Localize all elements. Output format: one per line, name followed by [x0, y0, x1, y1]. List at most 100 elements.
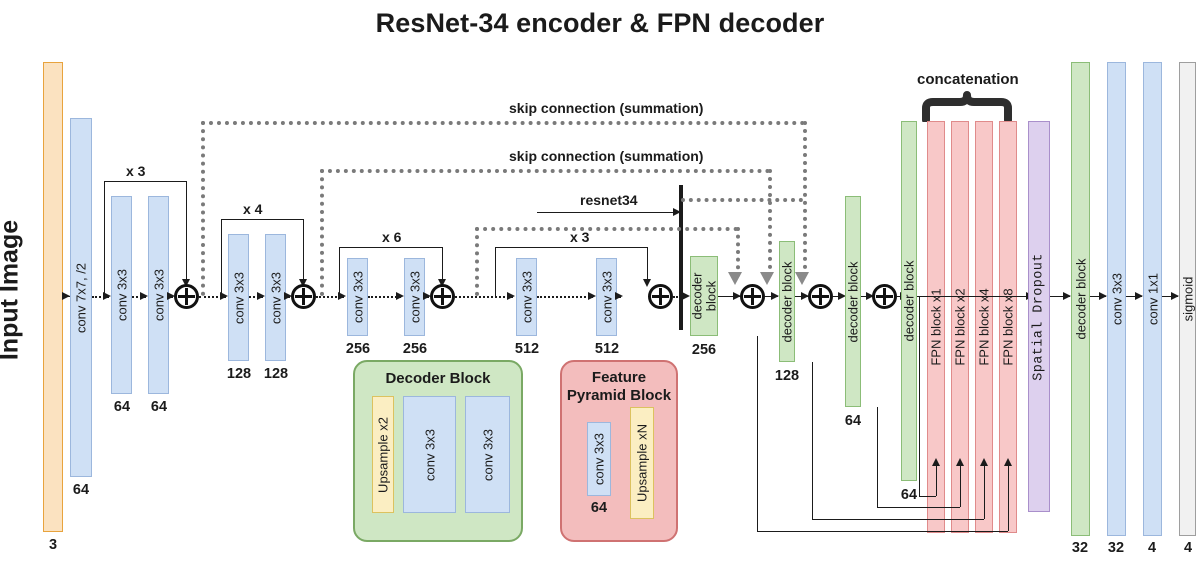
skip-3-vline-right [736, 227, 740, 277]
head-conv-3x3-channels: 32 [1107, 540, 1125, 556]
legend-fpn-block-title-line-2: Pyramid Block [566, 387, 672, 404]
flow-arrow-s2c1-to-s2c2 [257, 291, 265, 300]
flow-line-dropout-to-decoder [1050, 296, 1070, 297]
legend-decoder-block-panel: Decoder Block Upsample x2 conv 3x3 conv … [353, 360, 523, 542]
fpn-block-3-bar: FPN block x4 [975, 121, 993, 533]
stage-3-repeat-label: x 6 [382, 229, 402, 245]
stage-1-conv-2-bar: conv 3x3 [148, 196, 169, 394]
fpn-block-2-bar: FPN block x2 [951, 121, 969, 533]
skip-connection-2-label: skip connection (summation) [509, 148, 704, 164]
stage-2-bracket-top [221, 219, 303, 220]
skip-connection-1-label: skip connection (summation) [509, 100, 704, 116]
fpn-block-1-label: FPN block x1 [928, 288, 944, 366]
flow-arrow-s1c1-to-s1c2 [140, 291, 148, 300]
decoder-block-2-label: decoder block [779, 261, 795, 342]
decoder-block-2-bar: decoder block [779, 241, 795, 362]
flow-line-decoder1-to-sumA [718, 296, 740, 297]
stage-4-conv-1-bar: conv 3x3 [516, 258, 537, 336]
legend-fpn-conv-bar: conv 3x3 [587, 422, 611, 496]
sigmoid-channels: 4 [1183, 540, 1193, 556]
stage-4-bracket-right [647, 247, 648, 280]
stage-1-conv-1-label: conv 3x3 [114, 268, 129, 322]
stage-1-repeat-label: x 3 [126, 163, 146, 179]
flow-dash-sum1-to-s2c1 [199, 296, 226, 298]
stage-1-bracket-right [186, 181, 187, 280]
decoder-block-1-label: decoder block [689, 272, 718, 320]
fpn-route-4-hline [757, 531, 1008, 532]
stage-2-conv-1-bar: conv 3x3 [228, 234, 249, 361]
fpn-route-1-hline [919, 496, 936, 497]
stage-2-conv-2-bar: conv 3x3 [265, 234, 286, 361]
head-conv-1x1-bar: conv 1x1 [1143, 62, 1162, 536]
stage-3-conv-1-label: conv 3x3 [350, 270, 365, 324]
fpn-route-2-arrow [955, 458, 964, 466]
stage-3-conv-2-label: conv 3x3 [407, 270, 422, 324]
concatenation-brace [922, 91, 1012, 122]
decoder-block-1-bar: decoder block [689, 256, 718, 336]
head-conv-1x1-label: conv 1x1 [1145, 272, 1160, 326]
stage-4-conv-2-channels: 512 [594, 341, 620, 357]
conv-7x7-channels: 64 [72, 482, 90, 498]
flow-dash-sum2-to-s3c1 [316, 296, 344, 298]
flow-dash-s3c1-to-s3c2 [368, 296, 401, 298]
flow-arrow-stem-to-s1c1 [103, 291, 111, 300]
resnet34-label: resnet34 [580, 192, 638, 208]
stage-4-repeat-label: x 3 [570, 229, 590, 245]
stage-1-conv-1-channels: 64 [113, 399, 131, 415]
resnet34-boundary-bar [679, 185, 683, 330]
skip-2-vline-right [768, 169, 772, 277]
stage-4-conv-2-label: conv 3x3 [599, 270, 614, 324]
head-decoder-block-channels: 32 [1071, 540, 1089, 556]
flow-line-fpn-to-dropout [917, 296, 1033, 297]
head-decoder-block-bar: decoder block [1071, 62, 1090, 536]
fpn-route-2-vline-to [960, 466, 961, 507]
skip-4-hline-top [681, 198, 803, 202]
stage-3-conv-1-channels: 256 [345, 341, 371, 357]
stage-1-bracket-left [104, 181, 105, 296]
flow-arrow-decoder3-to-sumC [866, 291, 874, 300]
stage-1-conv-2-channels: 64 [150, 399, 168, 415]
skip-2-arrow-head [760, 272, 774, 285]
spatial-dropout-bar: Spatial Dropout [1028, 121, 1050, 512]
decoder-block-4-bar: decoder block [901, 121, 917, 481]
stage-4-conv-1-channels: 512 [514, 341, 540, 357]
flow-arrow-sum2-to-s3c1 [338, 291, 346, 300]
summation-node-4 [648, 284, 673, 309]
flow-arrow-s1c2-to-sum1 [167, 291, 175, 300]
fpn-route-3-arrow [979, 458, 988, 466]
conv-7x7-bar: conv 7x7, /2 [70, 118, 92, 477]
fpn-route-4-arrow [1003, 458, 1012, 466]
head-conv-3x3-label: conv 3x3 [1109, 272, 1124, 326]
skip-2-hline-top [320, 169, 770, 173]
stage-2-repeat-label: x 4 [243, 201, 263, 217]
stage-2-conv-2-channels: 128 [263, 366, 289, 382]
stage-4-bracket-top [495, 247, 647, 248]
skip-1-arrow-head [795, 272, 809, 285]
stage-2-conv-1-channels: 128 [226, 366, 252, 382]
concatenation-label: concatenation [917, 71, 1019, 88]
skip-2-vline-left [320, 169, 324, 296]
decoder-block-4-label: decoder block [901, 260, 917, 342]
stage-3-bracket-right [442, 247, 443, 280]
flow-arrow-sumB-to-decoder3 [838, 291, 846, 300]
legend-fpn-upsample-label: Upsample xN [634, 423, 650, 503]
stage-3-conv-1-bar: conv 3x3 [347, 258, 368, 336]
legend-decoder-conv-2-bar: conv 3x3 [465, 396, 510, 513]
stage-4-bracket-left [495, 247, 496, 296]
input-image-bar [43, 62, 63, 532]
legend-decoder-conv-1-bar: conv 3x3 [403, 396, 456, 513]
decoder-block-3-label: decoder block [845, 261, 861, 342]
stage-2-bracket-arrow [298, 279, 307, 287]
legend-decoder-block-title: Decoder Block [385, 370, 491, 387]
input-image-label: Input Image [0, 219, 24, 361]
head-decoder-block-label: decoder block [1073, 258, 1088, 340]
page-title: ResNet-34 encoder & FPN decoder [375, 8, 825, 38]
flow-arrow-decoder1-to-sumA [733, 291, 741, 300]
flow-arrow-input-to-stem [62, 291, 70, 300]
legend-fpn-block-title-line-1: Feature [591, 369, 647, 386]
fpn-route-1-vline-to [936, 466, 937, 496]
decoder-summation-node-1 [740, 284, 765, 309]
stage-1-conv-2-label: conv 3x3 [151, 268, 166, 322]
fpn-route-2-hline [877, 507, 960, 508]
